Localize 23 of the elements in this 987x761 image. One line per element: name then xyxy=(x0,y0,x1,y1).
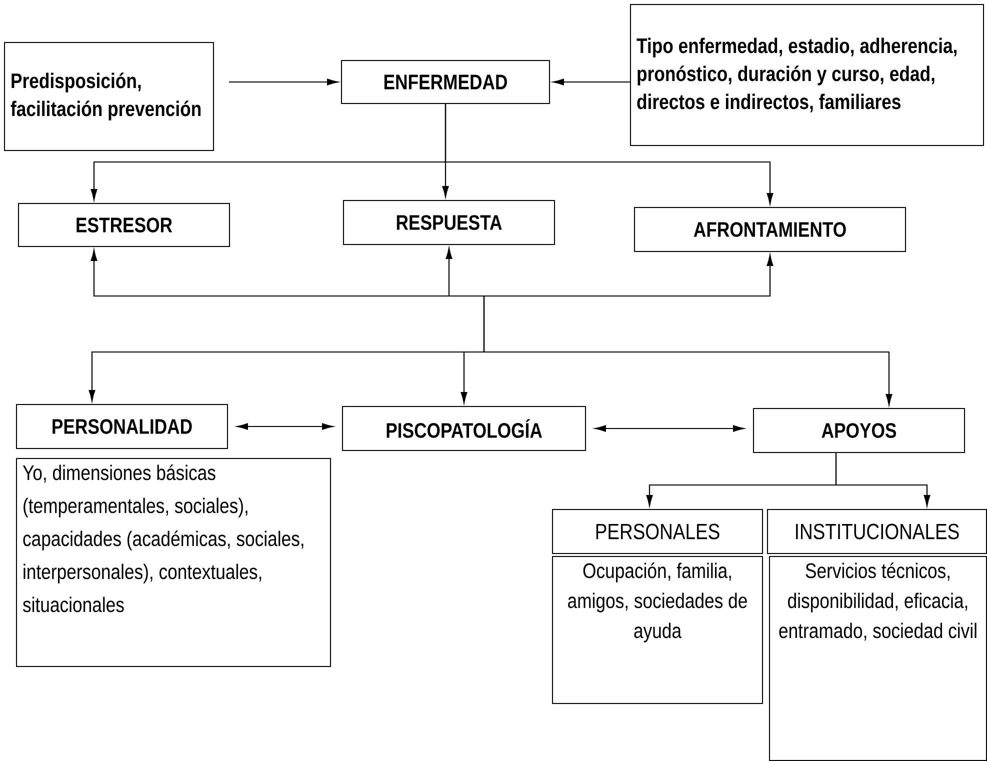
arrow xyxy=(483,296,892,406)
process-box: ESTRESOR xyxy=(18,203,230,247)
category-box: INSTITUCIONALES xyxy=(767,509,987,554)
process-box: AFRONTAMIENTO xyxy=(634,207,906,252)
text-box: Yo, dimensiones básicas (temperamentales, sociales), capacidades (académicas, sociales, interpersonales), contextuales, situacionales xyxy=(16,458,331,667)
process-box: RESPUESTA xyxy=(343,200,555,245)
process-box: PERSONALIDAD xyxy=(16,404,228,449)
process-box: ENFERMEDAD xyxy=(341,60,550,104)
arrow xyxy=(594,425,744,432)
process-box: PISCOPATOLOGÍA xyxy=(342,406,586,451)
arrow xyxy=(236,423,334,430)
arrow xyxy=(552,78,630,86)
arrow xyxy=(444,104,774,204)
arrow xyxy=(229,78,338,86)
text-box: Ocupación, familia, amigos, sociedades de ayuda xyxy=(552,556,763,704)
arrow xyxy=(835,453,930,506)
text-box: Predisposición, facilitación prevención xyxy=(4,42,214,151)
process-box: APOYOS xyxy=(753,408,966,453)
category-box: PERSONALES xyxy=(552,509,763,554)
arrow xyxy=(484,254,774,297)
arrow xyxy=(446,248,484,297)
text-box: Tipo enfermedad, estadio, adherencia, pronóstico, duración y curso, edad, directos e indirectos, familiares xyxy=(630,4,984,146)
text-box: Servicios técnicos, disponibilidad, eficacia, entramado, sociedad civil xyxy=(769,556,987,761)
